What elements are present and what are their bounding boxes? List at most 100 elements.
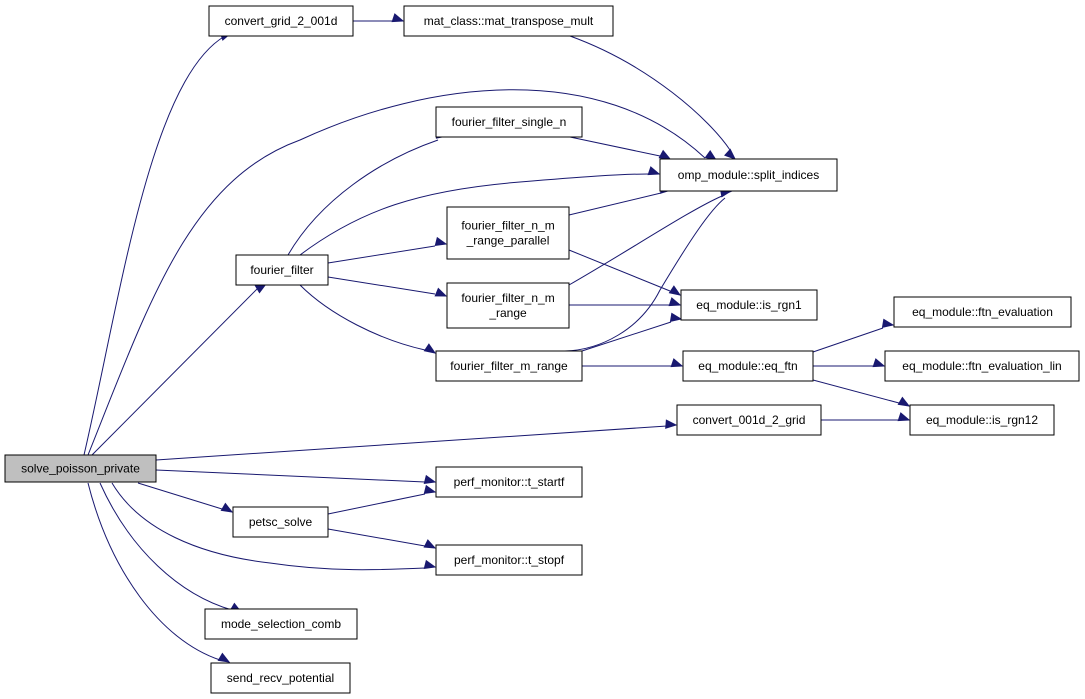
edge-line [155,469,426,483]
edge-convert_grid_2_001d-to-mat_transpose_mult [353,13,405,23]
arrowhead [220,502,234,513]
edge-fourier_filter-to-fourier_filter_single_n [287,129,449,256]
edge-solve_poisson_private-to-convert_001d_2_grid [155,419,678,461]
node-ff-nm-range-parallel[interactable]: fourier_filter_n_m_range_parallel [446,206,570,260]
node-convert-grid-2-001d[interactable]: convert_grid_2_001d [208,5,354,37]
node-petsc-solve[interactable]: petsc_solve [232,506,329,538]
edge-line [287,139,439,256]
node-box[interactable] [909,404,1055,436]
node-box[interactable] [232,506,329,538]
arrowhead [668,297,682,307]
edge-fourier_filter_single_n-to-split_indices [569,136,672,160]
node-box[interactable] [893,296,1072,328]
node-label: eq_module::is_rgn12 [926,413,1038,427]
node-box[interactable] [435,544,583,576]
edge-petsc_solve-to-t_stopf [327,528,437,549]
node-send-recv-potential[interactable]: send_recv_potential [210,662,351,694]
edge-eq_ftn-to-is_rgn12 [812,379,911,407]
node-split-indices[interactable]: omp_module::split_indices [659,158,838,192]
arrowhead [217,652,231,663]
node-label: convert_001d_2_grid [693,413,806,427]
node-label: solve_poisson_private [21,462,140,476]
edge-ff_nm_range_parallel-to-split_indices [568,184,673,216]
edge-ff_m_range-to-split_indices [564,188,733,352]
edge-ff_m_range-to-is_rgn1 [581,312,683,352]
arrowhead [423,484,437,495]
node-ftn-evaluation-lin[interactable]: eq_module::ftn_evaluation_lin [884,350,1080,382]
edge-ff_m_range-to-eq_ftn [582,358,684,368]
node-is-rgn1[interactable]: eq_module::is_rgn1 [680,289,818,321]
edge-petsc_solve-to-t_startf [327,484,437,515]
node-box[interactable] [235,254,329,286]
node-box[interactable] [210,662,351,694]
edge-solve_poisson_private-to-split_indices [87,89,718,456]
arrowhead [668,285,682,296]
edge-line [564,197,726,352]
node-box[interactable] [884,350,1080,382]
node-label: fourier_filter [250,263,313,277]
node-label: petsc_solve [249,515,313,529]
node-mode-selection-comb[interactable]: mode_selection_comb [204,608,358,640]
edge-line [327,493,426,515]
node-box[interactable] [435,466,583,498]
node-box[interactable] [676,404,822,436]
node-label: omp_module::split_indices [678,168,819,182]
node-box[interactable] [208,5,354,37]
edge-solve_poisson_private-to-mode_selection_comb [99,482,243,613]
arrowhead [724,148,737,160]
edge-mat_transpose_mult-to-split_indices [569,35,737,160]
node-box[interactable] [403,5,614,37]
node-is-rgn12[interactable]: eq_module::is_rgn12 [909,404,1055,436]
node-box[interactable] [682,350,814,382]
edge-solve_poisson_private-to-t_stopf [111,482,437,571]
arrowhead [647,166,661,176]
edge-line [327,276,436,295]
edge-line [99,482,233,611]
node-fourier-filter-single-n[interactable]: fourier_filter_single_n [435,106,583,138]
edge-solve_poisson_private-to-petsc_solve [137,482,234,513]
edges-layer [83,13,911,663]
node-label: fourier_filter_n_m [461,219,554,233]
edge-eq_ftn-to-ftn_evaluation [812,318,895,353]
edge-line [568,195,723,286]
node-label: mode_selection_comb [221,617,341,631]
edge-eq_ftn-to-ftn_evaluation_lin [813,358,886,368]
edge-line [812,327,884,353]
node-t-stopf[interactable]: perf_monitor::t_stopf [435,544,583,576]
node-ftn-evaluation[interactable]: eq_module::ftn_evaluation [893,296,1072,328]
edge-line [569,136,661,157]
arrowhead [423,343,437,354]
node-solve-poisson-private[interactable]: solve_poisson_private [4,454,157,483]
nodes-layer: solve_poisson_private convert_grid_2_001d… [4,5,1080,694]
node-ff-nm-range[interactable]: fourier_filter_n_m_range [446,282,570,329]
node-box[interactable] [659,158,838,192]
node-label: eq_module::ftn_evaluation_lin [902,359,1061,373]
edge-fourier_filter-to-ff_nm_range [327,276,448,297]
arrowhead [881,318,895,328]
node-label: fourier_filter_m_range [450,359,568,373]
node-fourier-filter[interactable]: fourier_filter [235,254,329,286]
node-box[interactable] [435,350,583,382]
arrowhead [434,287,448,297]
node-box[interactable] [204,608,358,640]
node-label: _range_parallel [466,234,550,248]
node-mat-transpose-mult[interactable]: mat_class::mat_transpose_mult [403,5,614,37]
edge-fourier_filter-to-ff_m_range [299,284,437,354]
edge-line [87,89,706,456]
edge-line [83,35,226,456]
node-label: perf_monitor::t_stopf [454,553,565,567]
node-eq-ftn[interactable]: eq_module::eq_ftn [682,350,814,382]
node-box[interactable] [446,206,570,260]
node-box[interactable] [680,289,818,321]
node-box[interactable] [446,282,570,329]
edge-line [327,528,426,547]
node-box[interactable] [435,106,583,138]
node-label: eq_module::eq_ftn [698,359,797,373]
node-ff-m-range[interactable]: fourier_filter_m_range [435,350,583,382]
node-convert-001d-2-grid[interactable]: convert_001d_2_grid [676,404,822,436]
node-box[interactable] [4,454,157,483]
arrowhead [423,474,437,485]
node-t-startf[interactable]: perf_monitor::t_startf [435,466,583,498]
edge-solve_poisson_private-to-fourier_filter [91,283,268,456]
